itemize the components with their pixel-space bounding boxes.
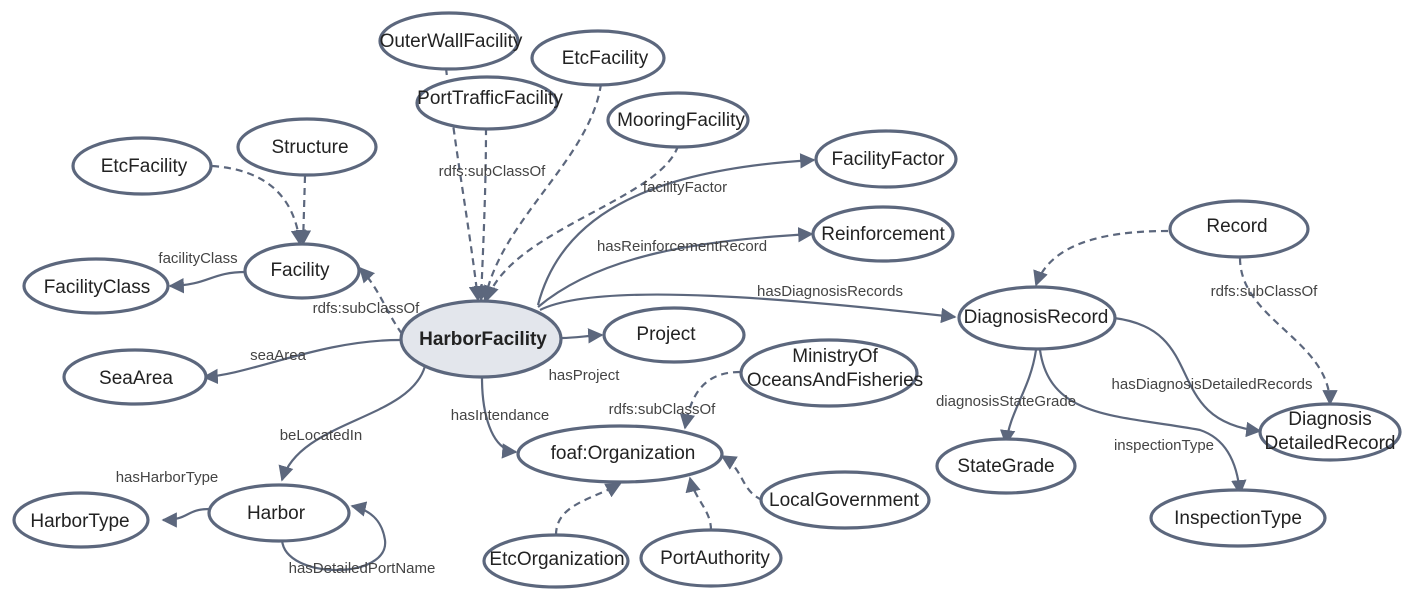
- edge-harborfacility-to-harbor: [278, 365, 427, 482]
- node-ministry-of-oceans-and-fisheries[interactable]: MinistryOf OceansAndFisheries: [739, 338, 923, 408]
- edge-harbor-to-harbortype: [161, 507, 211, 528]
- node-label-project: Project: [636, 324, 696, 345]
- edge-label-rdfs-subclass-top: rdfs:subClassOf: [439, 163, 547, 180]
- edge-label-has-harbor-type: hasHarborType: [116, 469, 219, 486]
- node-label-facility-factor: FacilityFactor: [832, 149, 946, 170]
- edge-harborfacility-to-reinforcement: [537, 227, 814, 308]
- edges: [161, 67, 1338, 572]
- node-harbor-facility[interactable]: HarborFacility: [399, 299, 563, 379]
- node-mooring-facility[interactable]: MooringFacility: [606, 91, 750, 149]
- edge-label-has-diagnosis-records: hasDiagnosisRecords: [757, 283, 903, 300]
- edge-label-rdfs-subclass-facility: rdfs:subClassOf: [313, 300, 421, 317]
- edge-ministry-to-foaforg: [679, 370, 741, 430]
- edge-etcfacility-top-to-harborfacility: [480, 83, 603, 302]
- node-etc-facility-top[interactable]: EtcFacility: [530, 29, 666, 87]
- edge-structure-to-facility: [295, 175, 312, 246]
- node-harbor[interactable]: Harbor: [207, 483, 351, 543]
- node-label-diagnosis-record: DiagnosisRecord: [964, 307, 1109, 328]
- node-etc-facility-left[interactable]: EtcFacility: [71, 136, 213, 196]
- node-label-port-authority: PortAuthority: [660, 548, 770, 569]
- node-label-etc-facility-left: EtcFacility: [101, 156, 188, 177]
- node-label-etc-facility-top: EtcFacility: [562, 48, 649, 69]
- node-port-authority[interactable]: PortAuthority: [639, 528, 783, 588]
- node-label-local-government: LocalGovernment: [769, 490, 920, 511]
- edge-harborfacility-to-facilityfactor: [536, 153, 816, 306]
- node-label-record: Record: [1206, 216, 1267, 237]
- edge-harborfacility-to-foaforg: [480, 377, 518, 459]
- edge-portauthority-to-foaforg: [685, 476, 713, 531]
- node-sea-area[interactable]: SeaArea: [62, 348, 208, 406]
- edge-label-has-intendance: hasIntendance: [451, 407, 549, 424]
- node-facility[interactable]: Facility: [243, 242, 361, 300]
- node-label-mooring-facility: MooringFacility: [617, 110, 745, 131]
- node-state-grade[interactable]: StateGrade: [935, 437, 1077, 495]
- node-etc-organization[interactable]: EtcOrganization: [482, 533, 630, 589]
- edge-label-rdfs-subclass-record: rdfs:subClassOf: [1211, 283, 1319, 300]
- node-label-inspection-type: InspectionType: [1174, 508, 1302, 529]
- edge-diagnosisrecord-to-diagnosisdetailed: [1113, 316, 1262, 438]
- edge-labels: rdfs:subClassOf facilityFactor hasReinfo…: [116, 163, 1318, 577]
- edge-facility-to-facilityclass: [168, 270, 247, 294]
- edge-harborfacility-to-facility: [358, 266, 403, 335]
- node-label-port-traffic-facility: PortTrafficFacility: [417, 88, 563, 109]
- node-record[interactable]: Record: [1168, 199, 1310, 259]
- edge-label-has-reinforcement-record: hasReinforcementRecord: [597, 238, 767, 255]
- edge-label-has-project: hasProject: [549, 367, 621, 384]
- node-foaf-organization[interactable]: foaf:Organization: [516, 424, 724, 484]
- nodes: HarborFacility OuterWallFacility EtcFaci…: [12, 11, 1402, 589]
- node-label-state-grade: StateGrade: [957, 456, 1054, 477]
- edge-diagnosisrecord-to-stategrade: [999, 349, 1038, 446]
- node-label-diagnosis-detailed-line2: DetailedRecord: [1265, 433, 1396, 454]
- edge-label-diagnosis-state-grade: diagnosisStateGrade: [936, 393, 1076, 410]
- node-label-etc-organization: EtcOrganization: [489, 549, 624, 570]
- edge-label-facility-factor: facilityFactor: [643, 179, 727, 196]
- node-label-sea-area: SeaArea: [99, 368, 173, 389]
- node-label-reinforcement: Reinforcement: [821, 224, 945, 245]
- edge-diagnosisrecord-to-inspectiontype: [1038, 349, 1247, 496]
- edge-record-to-diagnosisrecord: [1033, 229, 1169, 287]
- node-outer-wall-facility[interactable]: OuterWallFacility: [378, 11, 523, 71]
- node-port-traffic-facility[interactable]: PortTrafficFacility: [415, 75, 563, 131]
- edge-harborfacility-to-diagnosisrecord: [539, 293, 957, 324]
- node-structure[interactable]: Structure: [236, 117, 378, 177]
- edge-label-has-diagnosis-detailed-records: hasDiagnosisDetailedRecords: [1112, 376, 1313, 393]
- edge-harborfacility-to-seaarea: [202, 338, 401, 385]
- node-label-harbor-facility: HarborFacility: [419, 329, 547, 350]
- node-label-foaf-organization: foaf:Organization: [551, 443, 696, 464]
- node-local-government[interactable]: LocalGovernment: [759, 470, 931, 530]
- edge-label-be-located-in: beLocatedIn: [280, 427, 363, 444]
- edge-etcorg-to-foaforg: [554, 483, 622, 536]
- node-label-ministry-line1: MinistryOf: [792, 346, 878, 367]
- node-label-ministry-line2: OceansAndFisheries: [747, 370, 923, 391]
- edge-mooring-to-harborfacility: [484, 145, 680, 302]
- node-label-facility: Facility: [270, 260, 330, 281]
- edge-etcfacility-left-to-facility: [211, 164, 307, 246]
- edge-label-sea-area: seaArea: [250, 347, 307, 364]
- node-project[interactable]: Project: [602, 306, 746, 364]
- node-harbor-type[interactable]: HarborType: [12, 491, 150, 549]
- node-diagnosis-detailed-record[interactable]: Diagnosis DetailedRecord: [1258, 402, 1402, 462]
- edge-record-to-diagnosisdetailed: [1238, 257, 1338, 406]
- node-diagnosis-record[interactable]: DiagnosisRecord: [957, 285, 1117, 351]
- edge-localgov-to-foaforg: [720, 455, 763, 502]
- edge-label-has-detailed-port-name: hasDetailedPortName: [289, 560, 436, 577]
- node-inspection-type[interactable]: InspectionType: [1149, 488, 1327, 548]
- edge-label-facility-class: facilityClass: [158, 250, 237, 267]
- node-label-harbor: Harbor: [247, 503, 306, 524]
- edge-harbor-self-loop: [280, 501, 387, 572]
- node-label-facility-class: FacilityClass: [44, 277, 151, 298]
- edge-label-rdfs-subclass-org: rdfs:subClassOf: [609, 401, 717, 418]
- edge-harborfacility-to-project: [561, 328, 604, 344]
- node-label-structure: Structure: [271, 137, 348, 158]
- node-label-outer-wall-facility: OuterWallFacility: [380, 31, 523, 52]
- node-reinforcement[interactable]: Reinforcement: [811, 205, 955, 263]
- edge-porttraffic-to-harborfacility: [473, 127, 490, 302]
- node-facility-factor[interactable]: FacilityFactor: [814, 129, 958, 189]
- edge-label-inspection-type: inspectionType: [1114, 437, 1214, 454]
- node-label-diagnosis-detailed-line1: Diagnosis: [1288, 409, 1371, 430]
- node-facility-class[interactable]: FacilityClass: [22, 257, 170, 315]
- node-label-harbor-type: HarborType: [30, 511, 129, 532]
